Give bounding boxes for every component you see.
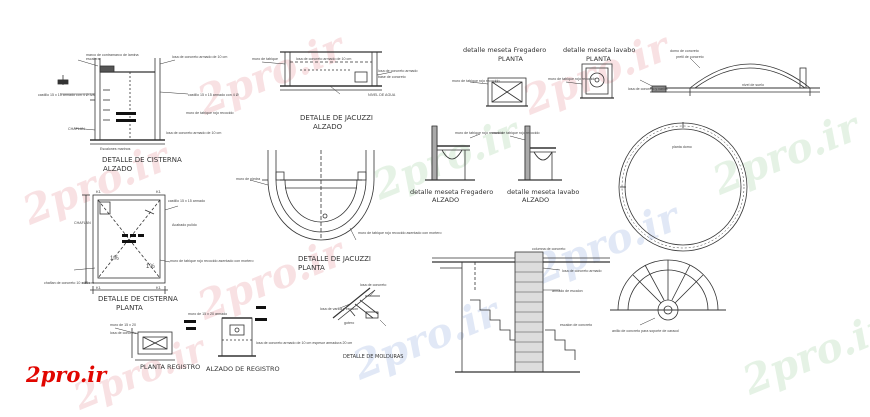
lavabo-planta-drawing — [565, 63, 614, 99]
note: muro de tabique — [252, 57, 278, 61]
mark: K1 — [96, 189, 102, 194]
note: losa de concreto — [360, 283, 386, 287]
jacuzzi-alzado-subtitle: ALZADO — [313, 123, 343, 131]
cisterna-alzado-title: DETALLE DE CISTERNA — [102, 156, 182, 164]
note: anillo de concreto para soporte de carac… — [612, 329, 679, 333]
note: NIVEL DE AGUA — [368, 93, 396, 97]
mark: 1% — [146, 264, 155, 270]
watermark-text: 2pro.ir — [190, 22, 353, 124]
lavabo-alzado-title: detalle meseta lavabo — [507, 188, 579, 196]
note: muro de tabique rojo recocido — [548, 77, 596, 81]
note: armado de escalon — [552, 289, 583, 293]
jacuzzi-planta-subtitle: PLANTA — [298, 264, 325, 272]
caracol-planta-drawing — [610, 259, 726, 326]
note: columna de concreto — [532, 247, 565, 251]
note: castillo 15 x 15 armado con 4 Ø — [188, 93, 239, 97]
cisterna-planta-title: DETALLE DE CISTERNA — [98, 295, 178, 303]
note: marco de contramarco de lamina — [86, 53, 139, 57]
lavabo-planta-title: detalle meseta lavabo — [563, 46, 635, 54]
cisterna-planta-drawing — [73, 194, 179, 294]
note: escalera — [86, 57, 100, 61]
molduras-title: DETALLE DE MOLDURAS — [343, 354, 403, 360]
note: muro de 15 x 20 — [110, 323, 136, 327]
note: losa de varilla y escalon — [320, 307, 358, 311]
note: muro de tabique rojo recocido asentado c… — [170, 259, 254, 263]
note: planta domo — [672, 145, 692, 149]
registro-alzado-drawing — [184, 306, 267, 357]
watermark-text: 2pro.ir — [345, 287, 508, 389]
cisterna-alzado-subtitle: ALZADO — [103, 165, 133, 173]
cupula-planta-drawing — [618, 122, 748, 252]
mark: K1 — [156, 189, 162, 194]
note: Acabado pulido — [172, 223, 197, 227]
note: losa de concreto y varilla — [628, 87, 668, 91]
fregadero-alzado-title: detalle meseta Fregadero — [410, 188, 493, 196]
note: losa de concreto armado de 10 cm espesor… — [256, 341, 352, 345]
note: muro de tabique rojo recocido — [186, 111, 234, 115]
fregadero-alzado-subtitle: ALZADO — [432, 196, 459, 204]
note: muro de tabique rojo recocido — [455, 131, 503, 135]
note: base de concreto — [378, 75, 406, 79]
watermark-layer: 2pro.ir 2pro.ir 2pro.ir 2pro.ir 2pro.ir … — [15, 22, 870, 417]
note: castillo 15 x 15 armado — [168, 199, 205, 203]
registro-planta-title: PLANTA REGISTRO — [140, 363, 200, 371]
fregadero-planta-subtitle: PLANTA — [498, 55, 523, 63]
note: gotero — [344, 321, 354, 325]
cupula-alzado-drawing — [639, 57, 820, 96]
mark: K1 — [96, 285, 102, 290]
watermark-text: 2pro.ir — [525, 192, 688, 294]
note: losa de concreto armado de 10 cm — [172, 55, 227, 59]
watermark-text: 2pro.ir — [735, 302, 870, 404]
fregadero-planta-title: detalle meseta Fregadero — [463, 46, 546, 54]
labels-layer: DETALLE DE CISTERNA ALZADO marco de cont… — [38, 46, 764, 373]
watermark-text: 2pro.ir — [515, 22, 678, 124]
mark: 1% — [110, 256, 119, 262]
lavabo-planta-subtitle: PLANTA — [586, 55, 611, 63]
jacuzzi-alzado-title: DETALLE DE JACUZZI — [300, 114, 373, 122]
molduras-drawing — [332, 287, 387, 327]
cisterna-alzado-drawing — [57, 58, 189, 145]
brand-logo: 2pro.ir — [25, 362, 108, 387]
note: pretil de concreto — [676, 55, 704, 59]
escalera-seccion-drawing — [432, 251, 610, 373]
note: losa de concreto armado — [562, 269, 602, 273]
watermark-text: 2pro.ir — [15, 132, 178, 234]
mark: K1 — [156, 285, 162, 290]
registro-planta-drawing — [114, 327, 175, 361]
note: castillo 15 x 15 armado con 4 Ø 3/8 — [38, 93, 95, 97]
note: muro de tabique rojo recocido — [492, 131, 540, 135]
fregadero-alzado-drawing — [425, 125, 481, 181]
note: muro de 15 x 20 armado — [188, 312, 227, 316]
note: muro de piedra — [236, 177, 260, 181]
jacuzzi-planta-title: DETALLE DE JACUZZI — [298, 255, 371, 263]
note: nivel de suelo — [742, 83, 764, 87]
cisterna-planta-subtitle: PLANTA — [116, 304, 143, 312]
note: CHAFLAN — [74, 221, 91, 225]
note: Escalones marinos — [100, 147, 131, 151]
note: losa de concreto armado de 10 cm — [296, 57, 351, 61]
note: losa de concreto armado de 10 cm — [166, 131, 221, 135]
lavabo-alzado-subtitle: ALZADO — [522, 196, 549, 204]
note: muro de tabique rojo recocido asentado c… — [358, 231, 442, 235]
registro-alzado-title: ALZADO DE REGISTRO — [206, 365, 280, 373]
jacuzzi-alzado-drawing — [261, 51, 393, 95]
note: muro de tabique rojo recocido — [452, 79, 500, 83]
jacuzzi-planta-drawing — [249, 150, 375, 241]
lavabo-alzado-drawing — [509, 125, 562, 181]
note: domo de concreto — [670, 49, 699, 53]
note: escalon de concreto — [560, 323, 592, 327]
note: chaflan de concreto 10 x 10 cm — [44, 281, 94, 285]
note: losa de concreto — [110, 331, 136, 335]
fregadero-planta-drawing — [469, 77, 528, 107]
watermark-text: 2pro.ir — [705, 102, 868, 204]
note: CHAFLAN — [68, 127, 85, 131]
note: losa de concreto armado — [378, 69, 418, 73]
